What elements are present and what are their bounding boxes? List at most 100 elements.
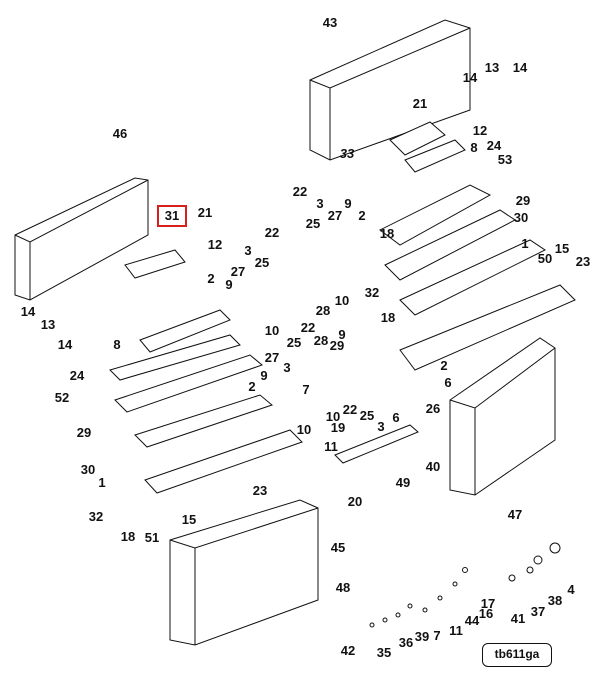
callout-11b: 11 [449, 623, 463, 638]
callout-8b: 8 [113, 337, 121, 352]
callout-25c: 25 [286, 335, 302, 350]
callout-32a: 32 [364, 285, 380, 300]
callout-29b: 29 [329, 338, 345, 353]
callout-13a: 13 [484, 60, 500, 75]
callout-27b: 27 [230, 264, 246, 279]
callout-27a: 27 [327, 208, 343, 223]
callout-48: 48 [335, 580, 351, 595]
callout-44: 44 [464, 613, 480, 628]
callout-36: 36 [398, 635, 414, 650]
callout-1b: 1 [98, 475, 106, 490]
callout-18c: 18 [120, 529, 136, 544]
callout-16: 16 [478, 606, 494, 621]
bar-49 [334, 424, 419, 464]
callout-2d: 2 [248, 379, 256, 394]
callout-30b: 30 [80, 462, 96, 477]
callout-12a: 12 [472, 123, 488, 138]
callout-7: 7 [302, 382, 310, 397]
callout-18a: 18 [379, 226, 395, 241]
callout-3c: 3 [283, 360, 291, 375]
callout-24b: 24 [69, 368, 85, 383]
callout-49: 49 [395, 475, 411, 490]
shroud-top-left [14, 177, 149, 301]
highlight-box [157, 205, 187, 227]
callout-28b: 28 [313, 333, 329, 348]
callout-45: 45 [330, 540, 346, 555]
callout-43: 43 [322, 15, 338, 30]
callout-10b: 10 [264, 323, 280, 338]
callout-6b: 6 [392, 410, 400, 425]
callout-2a: 2 [358, 208, 366, 223]
callout-14d: 14 [57, 337, 73, 352]
callout-17: 17 [480, 596, 496, 611]
callout-9d: 9 [260, 368, 268, 383]
callout-3a: 3 [316, 196, 324, 211]
callout-25a: 25 [305, 216, 321, 231]
callout-2c: 2 [440, 358, 448, 373]
callout-1a: 1 [521, 236, 529, 251]
callout-9c: 9 [338, 327, 346, 342]
callout-42: 42 [340, 643, 356, 658]
figure-code: tb611ga [482, 643, 552, 667]
callout-2b: 2 [207, 271, 215, 286]
callout-3b: 3 [244, 243, 252, 258]
callout-15a: 15 [554, 241, 570, 256]
callout-4: 4 [567, 582, 575, 597]
callout-41: 41 [510, 611, 526, 626]
callout-30a: 30 [513, 210, 529, 225]
callout-29a: 29 [515, 193, 531, 208]
callout-47: 47 [507, 507, 523, 522]
callout-25b: 25 [254, 255, 270, 270]
callout-53: 53 [497, 152, 513, 167]
callout-11: 11 [324, 439, 338, 454]
callout-10c: 10 [325, 409, 341, 424]
callout-22d: 22 [342, 402, 358, 417]
callout-22a: 22 [292, 184, 308, 199]
manifold-lower [109, 249, 303, 494]
callout-24a: 24 [486, 138, 502, 153]
callout-33: 33 [339, 146, 355, 161]
callout-10a: 10 [334, 293, 350, 308]
callout-14a: 14 [462, 70, 478, 85]
callout-37: 37 [530, 604, 546, 619]
callout-23b: 23 [252, 483, 268, 498]
shroud-bottom-left [169, 499, 319, 646]
callout-14c: 14 [20, 304, 36, 319]
callout-28a: 28 [315, 303, 331, 318]
callout-22c: 22 [300, 320, 316, 335]
callout-46: 46 [112, 126, 128, 141]
callout-52: 52 [54, 390, 70, 405]
callout-31-highlighted: 31 [164, 208, 180, 223]
callout-51: 51 [144, 530, 160, 545]
callout-13b: 13 [40, 317, 56, 332]
callout-21a: 21 [412, 96, 428, 111]
callout-27c: 27 [264, 350, 280, 365]
shroud-bottom-right [449, 337, 556, 496]
callout-14b: 14 [512, 60, 528, 75]
small-hardware [369, 542, 561, 628]
callout-38: 38 [547, 593, 563, 608]
shroud-top-right [309, 19, 471, 161]
callout-10d: 10 [296, 422, 312, 437]
callout-25d: 25 [359, 408, 375, 423]
callout-35: 35 [376, 645, 392, 660]
callout-50: 50 [537, 251, 553, 266]
callout-40: 40 [425, 459, 441, 474]
callout-9b: 9 [225, 277, 233, 292]
callout-8a: 8 [470, 140, 478, 155]
callout-15b: 15 [181, 512, 197, 527]
callout-22b: 22 [264, 225, 280, 240]
callout-7b: 7 [433, 628, 441, 643]
callout-12b: 12 [207, 237, 223, 252]
callout-9a: 9 [344, 196, 352, 211]
callout-18b: 18 [380, 310, 396, 325]
callout-3d: 3 [377, 419, 385, 434]
callout-6a: 6 [444, 375, 452, 390]
callout-21b: 21 [197, 205, 213, 220]
callout-29c: 29 [76, 425, 92, 440]
callout-20: 20 [347, 494, 363, 509]
manifold-upper [379, 121, 576, 371]
callout-23a: 23 [575, 254, 591, 269]
